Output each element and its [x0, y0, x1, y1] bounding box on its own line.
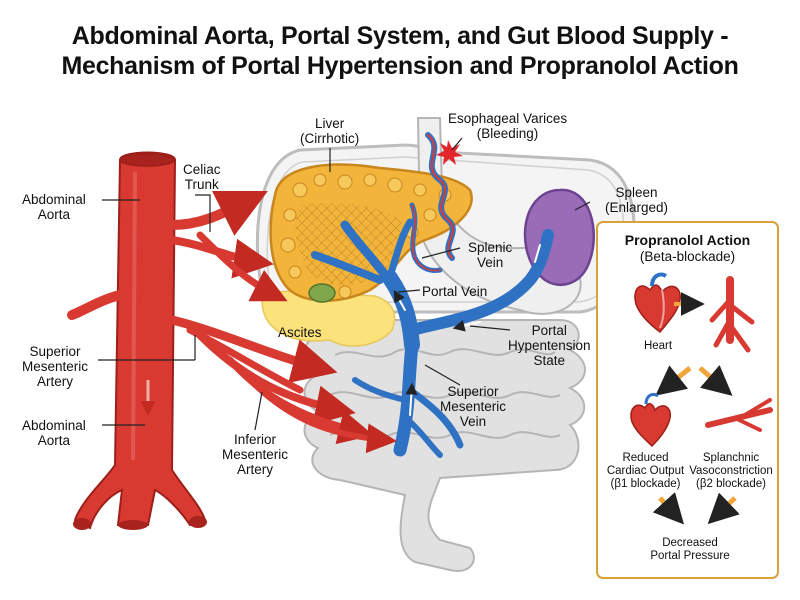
artery-tree-icon [709, 276, 755, 353]
propranolol-title: Propranolol Action [624, 232, 751, 248]
bleeding-burst-icon [436, 140, 463, 165]
page-title-line2: Mechanism of Portal Hypertension and Pro… [61, 52, 739, 80]
label-spleen: Spleen(Enlarged) [605, 185, 669, 215]
label-liver: Liver(Cirrhotic) [300, 116, 360, 146]
arrow-to-vasoconstriction [698, 364, 733, 396]
heart-icon [634, 272, 681, 334]
portal-venous-system [311, 218, 554, 458]
label-esophageal-varices: Esophageal Varices(Bleeding) [448, 111, 568, 141]
liver-cirrhotic [269, 163, 473, 303]
esophageal-varices [409, 132, 456, 273]
arrow-vaso-to-pressure [707, 492, 740, 525]
label-portal-vein: Portal Vein [422, 284, 488, 299]
label-ascites: Ascites [278, 325, 322, 340]
propranolol-heart-label: Heart [643, 340, 673, 352]
constricted-vessel-icon [705, 398, 773, 432]
arrow-output-to-pressure [652, 492, 685, 525]
arrow-to-reduced-output [655, 365, 692, 396]
propranolol-box [596, 221, 779, 579]
left-aortic-branch [67, 290, 125, 320]
leader-lines [98, 137, 591, 431]
propranolol-subtitle: (Beta-blockade) [639, 249, 736, 264]
small-heart-icon [630, 392, 671, 448]
abdominal-aorta [73, 151, 207, 530]
page-title-line1: Abdominal Aorta, Portal System, and Gut … [71, 22, 729, 50]
superior-mesenteric-arteries [167, 315, 397, 454]
gallbladder [308, 283, 336, 303]
